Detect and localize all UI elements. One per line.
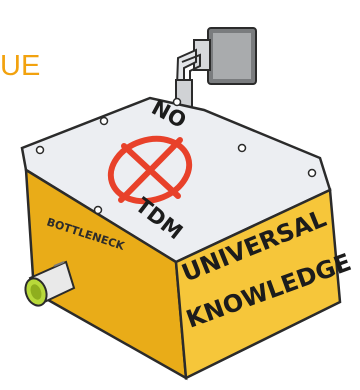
screw-icons <box>35 97 317 215</box>
plug-icon <box>174 27 257 116</box>
page-title: UE <box>0 50 41 82</box>
no-sign-icon <box>107 135 193 205</box>
bottleneck-pipe-icon <box>24 260 76 307</box>
